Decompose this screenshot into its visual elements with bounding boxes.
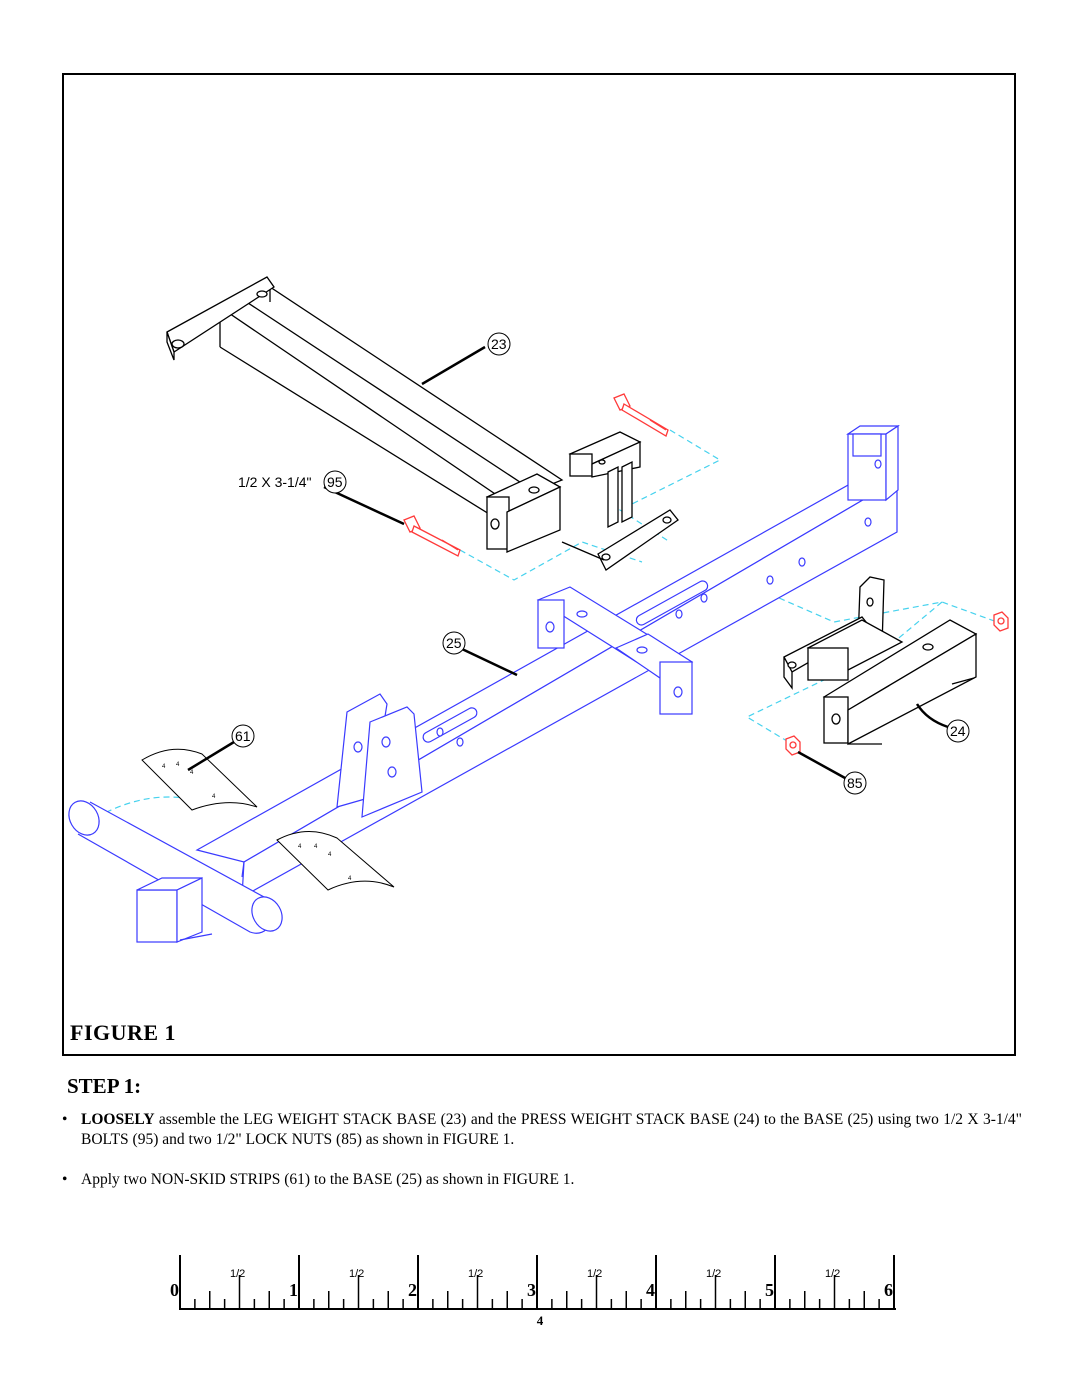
callouts: 23 95 1/2 X 3-1/4" 25 61 24 [187,332,970,795]
svg-text:4: 4 [348,876,352,882]
ruler-half-label: 1/2 [706,1268,721,1280]
callout-61: 61 [187,724,255,772]
ruler-half-label: 1/2 [587,1268,602,1280]
instruction-text-1: LOOSELY assemble the LEG WEIGHT STACK BA… [81,1110,1022,1150]
svg-text:4: 4 [298,844,302,850]
svg-text:4: 4 [328,852,332,858]
ruler-number-3: 3 [527,1280,536,1300]
callout-95-text: 95 [327,474,343,490]
leg-weight-stack-base [166,276,679,571]
step-title: STEP 1: [67,1074,142,1098]
instruction-bullet-1: • LOOSELY assemble the LEG WEIGHT STACK … [62,1110,1022,1150]
ruler-half-label: 1/2 [825,1268,840,1280]
svg-text:4: 4 [314,844,318,850]
ruler-ticks [179,1255,895,1309]
page-number: 4 [536,1313,544,1328]
figure-caption: FIGURE 1 [70,1020,177,1045]
main-base [68,424,900,943]
ruler-half-label: 1/2 [349,1268,364,1280]
ruler-half-label: 1/2 [468,1268,483,1280]
ruler-number-1: 1 [289,1280,298,1300]
svg-text:4: 4 [212,794,216,800]
callout-85-text: 85 [847,775,863,791]
exploded-assembly-drawing: 4 4 4 4 4 4 4 4 [68,276,1009,943]
callout-23: 23 [421,332,511,386]
svg-text:4: 4 [176,762,180,768]
instruction-bullet-2: • Apply two NON-SKID STRIPS (61) to the … [62,1170,1022,1190]
callout-61-text: 61 [235,728,251,744]
callout-25-text: 25 [446,635,462,651]
ruler-number-0: 0 [170,1280,179,1300]
callout-25: 25 [442,631,518,677]
ruler-half-label: 1/2 [230,1268,245,1280]
callout-95: 95 1/2 X 3-1/4" [238,470,405,526]
bullet-dot: • [62,1171,68,1188]
callout-23-text: 23 [491,336,507,352]
bullet-dot: • [62,1111,68,1128]
measurement-ruler: 0 1 2 3 4 5 6 1/2 1/2 1/2 1/2 1/2 1/2 [170,1255,896,1310]
callout-85: 85 [797,750,867,795]
ruler-number-2: 2 [408,1280,417,1300]
svg-text:4: 4 [190,770,194,776]
bolt-lower [403,515,461,557]
ruler-number-5: 5 [765,1280,774,1300]
bolt-size-label: 1/2 X 3-1/4" [238,474,311,490]
instruction-emphasis: LOOSELY [81,1111,155,1128]
lock-nuts [785,611,1009,756]
ruler-number-6: 6 [884,1280,893,1300]
instruction-body-1: assemble the LEG WEIGHT STACK BASE (23) … [81,1111,1022,1148]
ruler-number-4: 4 [646,1280,655,1300]
callout-24: 24 [915,703,970,743]
instruction-text-2: Apply two NON-SKID STRIPS (61) to the BA… [81,1171,575,1188]
non-skid-strips: 4 4 4 4 4 4 4 4 [141,748,395,891]
bolt-upper [613,393,669,437]
svg-text:4: 4 [162,764,166,770]
press-weight-stack-base [783,576,978,746]
bolts [403,393,669,557]
callout-24-text: 24 [950,723,966,739]
strip-marks: 4 4 4 4 4 4 4 4 [162,762,352,882]
figure-frame: 4 4 4 4 4 4 4 4 [62,73,1016,1056]
